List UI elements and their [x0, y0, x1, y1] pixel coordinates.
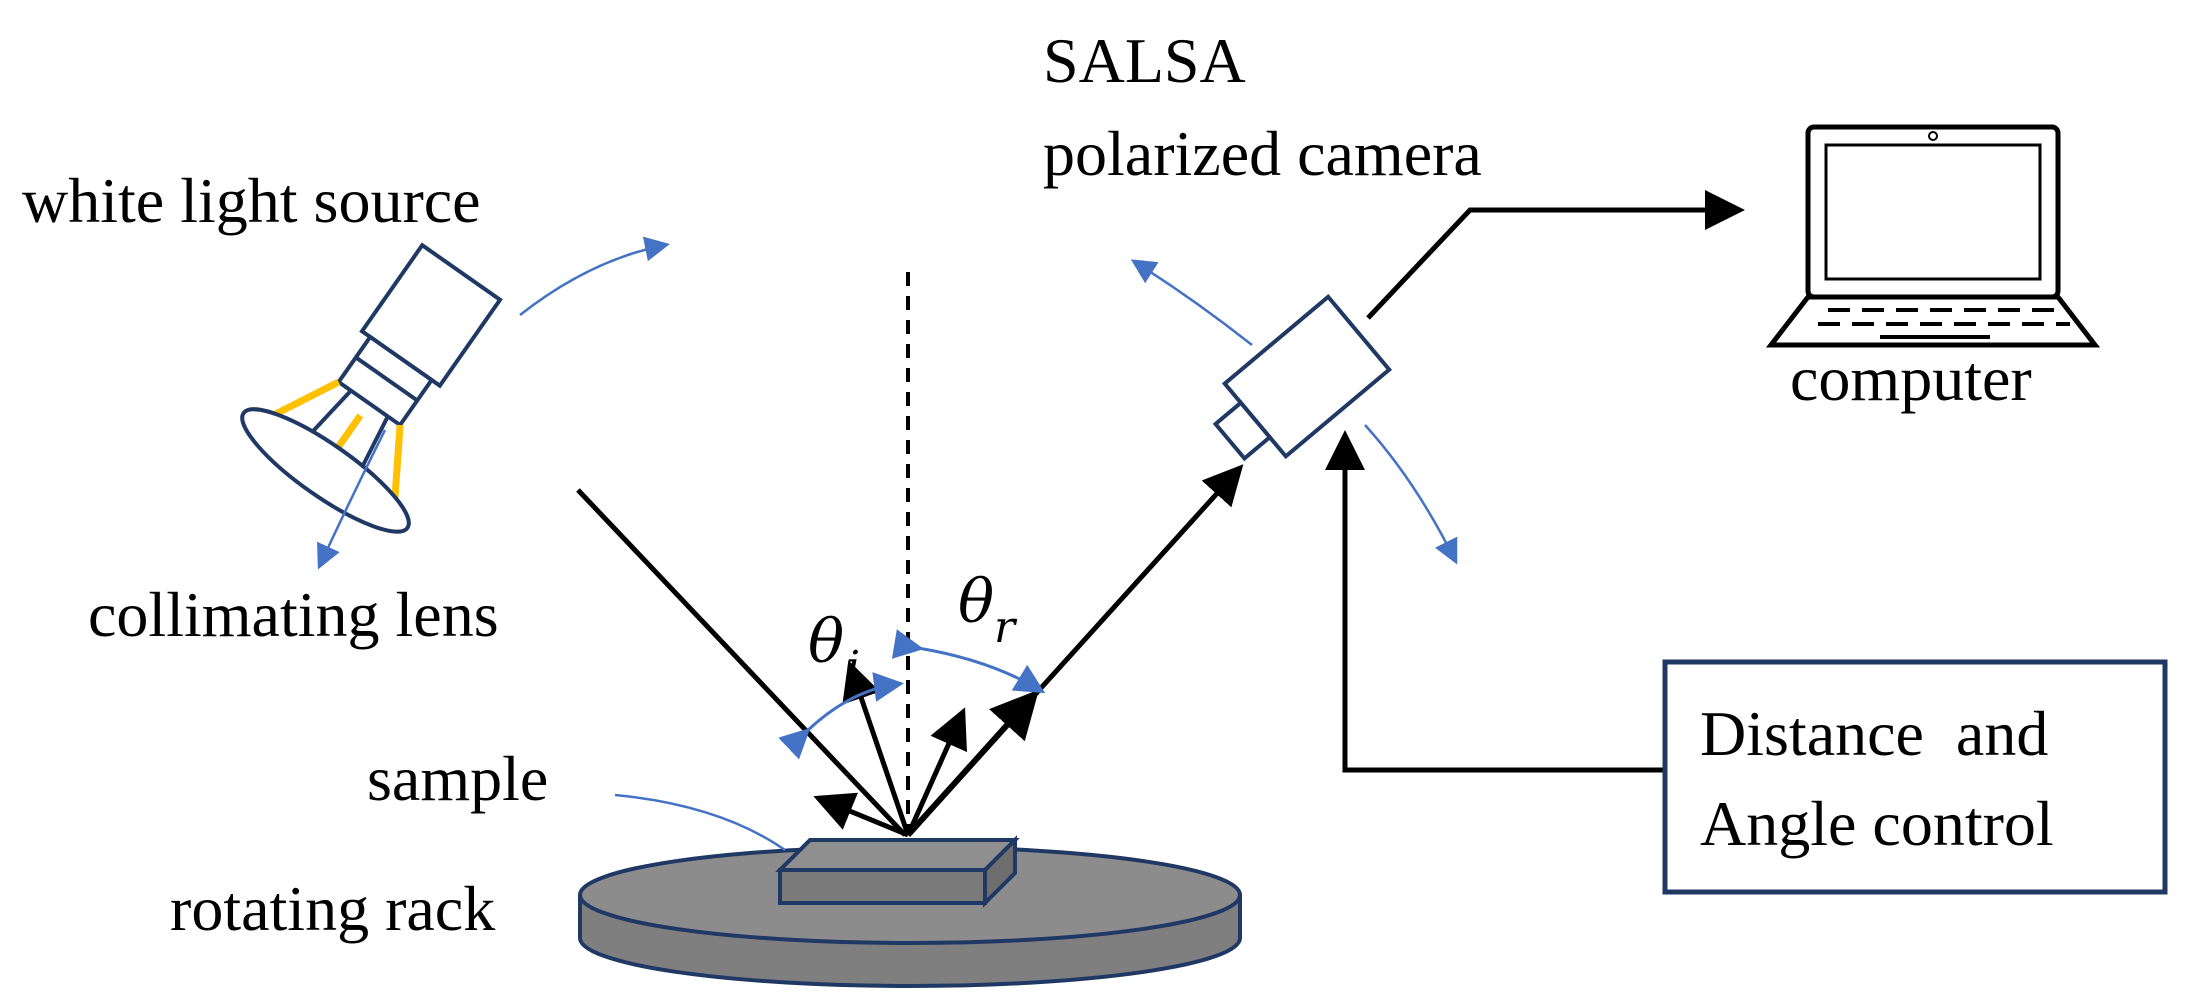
svg-text:r: r [994, 602, 1018, 653]
svg-text:θ: θ [958, 567, 994, 637]
sample-block [775, 835, 1020, 908]
label-rack: rotating rack [170, 873, 495, 944]
camera-icon [1212, 294, 1393, 462]
label-computer: computer [1790, 343, 2032, 414]
label-control-line1: Distance and [1700, 698, 2048, 769]
label-camera-line1: SALSA [1043, 25, 1246, 96]
label-lens: collimating lens [88, 579, 499, 650]
sample-pointer [614, 793, 786, 852]
lamp-rotate-arrow-down [317, 429, 387, 570]
theta-i-label: θ i [808, 607, 860, 693]
svg-text:θ: θ [808, 607, 844, 677]
theta-i-arc [778, 672, 904, 760]
camera-to-computer-link [1366, 190, 1745, 320]
scattered-rays [813, 660, 967, 838]
label-camera-line2: polarized camera [1043, 118, 1482, 189]
theta-r-label: θ r [958, 567, 1018, 653]
svg-text:i: i [846, 642, 860, 693]
incident-beam [576, 488, 907, 837]
reflected-beam-arrow [905, 689, 1040, 838]
laptop-icon [1765, 124, 2101, 348]
label-control-line2: Angle control [1700, 788, 2054, 859]
camera-rotate-arrow-up [1130, 259, 1253, 346]
label-sample: sample [367, 743, 548, 814]
control-box [1662, 659, 2168, 895]
label-light-source: white light source [22, 165, 481, 236]
camera-rotate-arrow-down [1364, 424, 1458, 565]
lamp-rotate-arrow-up [519, 236, 670, 316]
control-to-camera-link [1325, 430, 1665, 773]
lamp-icon [240, 242, 503, 534]
theta-r-arc [891, 629, 1046, 694]
